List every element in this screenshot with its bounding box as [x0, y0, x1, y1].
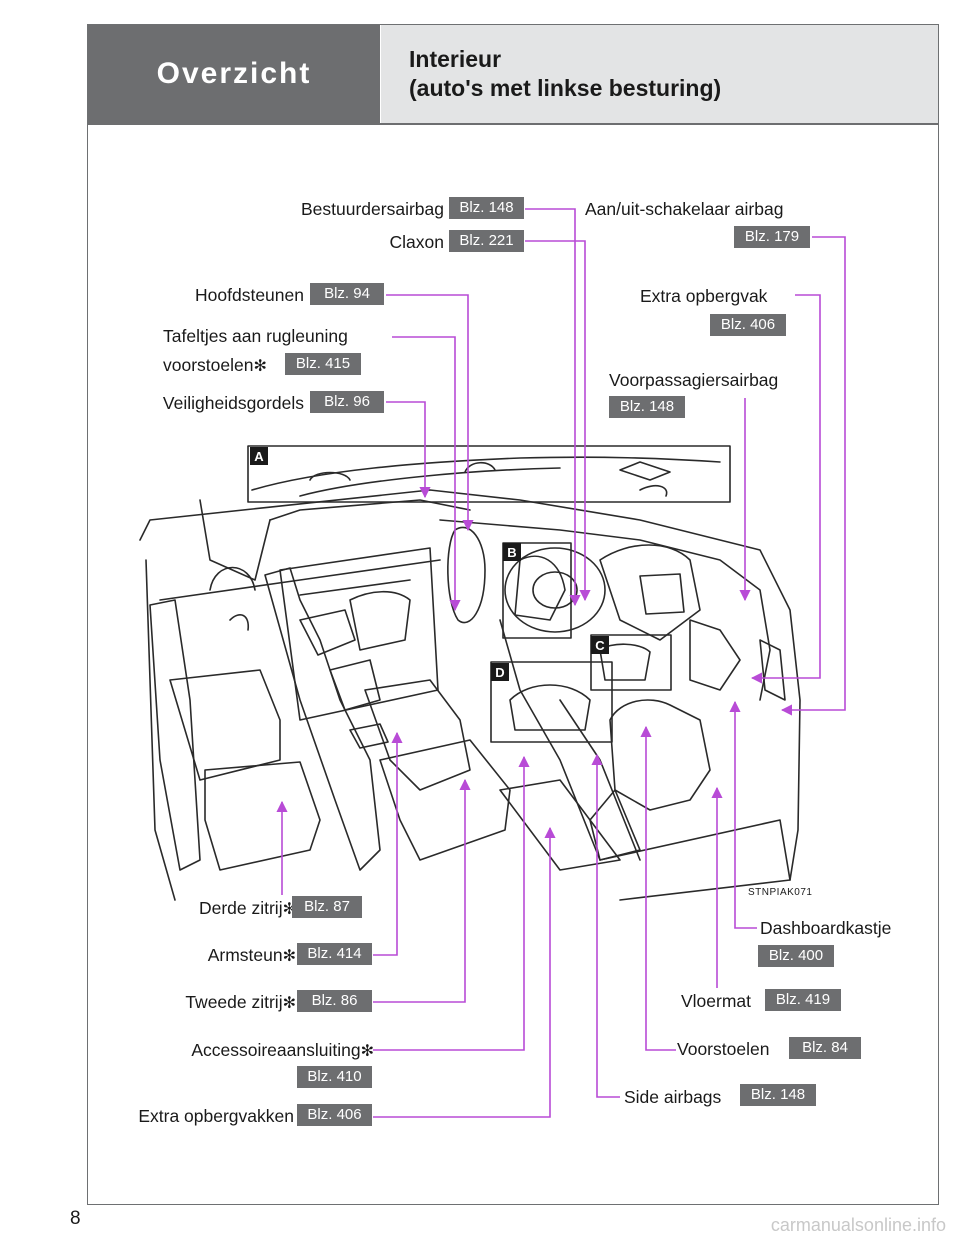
badge-side-airbags: Blz. 148	[740, 1084, 816, 1106]
label-vloermat: Vloermat	[681, 991, 752, 1011]
leader-voorstoelen	[640, 725, 676, 1051]
callout-d	[491, 663, 509, 681]
callout-b	[503, 543, 521, 561]
leader-claxon	[525, 240, 591, 602]
leader-hoofdsteunen	[386, 294, 474, 532]
label-extra-opbergvakken: Extra opbergvakken	[138, 1106, 294, 1126]
callout-c	[591, 636, 609, 654]
label-bestuurdersairbag: Bestuurdersairbag	[301, 199, 444, 219]
label-dashboardkastje: Dashboardkastje	[760, 918, 892, 938]
badge-accessoire: Blz. 410	[297, 1066, 372, 1088]
page-title-line2: (auto's met linkse besturing)	[409, 75, 722, 101]
leader-extra-opbergvak	[750, 294, 821, 684]
badge-derde-zitrij: Blz. 87	[292, 896, 362, 918]
callout-letters: A B C D	[250, 447, 609, 681]
label-hoofdsteunen: Hoofdsteunen	[195, 285, 304, 305]
label-claxon: Claxon	[389, 232, 444, 252]
leader-tafeltjes	[392, 336, 461, 612]
leader-veiligheidsgordels	[386, 401, 431, 499]
page-frame	[87, 24, 939, 1205]
badge-dashboardkastje: Blz. 400	[758, 945, 834, 967]
leader-tweede-zitrij	[373, 778, 471, 1003]
leader-side-airbags	[591, 753, 620, 1098]
footnote-star: ✻	[253, 358, 267, 375]
label-extra-opbergvak: Extra opbergvak	[640, 286, 768, 306]
leader-armsteun	[373, 731, 403, 956]
callout-c-letter: C	[595, 638, 605, 653]
page-number: 8	[70, 1208, 81, 1229]
page-header: Interieur (auto's met linkse besturing)	[381, 25, 938, 123]
section-title: Overzicht	[156, 57, 312, 90]
label-aan-uit: Aan/uit-schakelaar airbag	[585, 199, 784, 219]
badge-tafeltjes: Blz. 415	[285, 353, 361, 375]
callout-d-letter: D	[495, 665, 504, 680]
badge-voorstoelen: Blz. 84	[789, 1037, 861, 1059]
badge-extra-opbergvak: Blz. 406	[710, 314, 786, 336]
label-side-airbags: Side airbags	[624, 1087, 722, 1107]
page-title-line1: Interieur	[409, 46, 502, 72]
leader-dashboardkastje	[729, 700, 757, 929]
leader-lines	[276, 208, 846, 1118]
badge-hoofdsteunen: Blz. 94	[310, 283, 384, 305]
badge-bestuurdersairbag: Blz. 148	[449, 197, 524, 219]
header-rule	[88, 123, 938, 125]
label-accessoire: Accessoireaansluiting✻	[191, 1040, 374, 1060]
section-tab: Overzicht	[88, 25, 380, 123]
label-derde-zitrij: Derde zitrij✻	[198, 898, 296, 918]
label-armsteun: Armsteun✻	[207, 945, 296, 965]
label-tafeltjes-line1: Tafeltjes aan rugleuning	[163, 326, 348, 346]
badge-tweede-zitrij: Blz. 86	[297, 990, 372, 1012]
car-interior-drawing	[139, 445, 801, 901]
callout-b-letter: B	[507, 545, 516, 560]
illustration-code: STNPIAK071	[748, 887, 813, 898]
watermark: carmanualsonline.info	[770, 1215, 946, 1235]
callout-a-letter: A	[254, 449, 264, 464]
badge-aan-uit: Blz. 179	[734, 226, 810, 248]
badge-vloermat: Blz. 419	[765, 989, 841, 1011]
leader-bestuurdersairbag	[525, 208, 581, 607]
leader-extra-opbergvakken	[373, 826, 556, 1118]
badge-veiligheidsgordels: Blz. 96	[310, 391, 384, 413]
leader-aan-uit	[780, 236, 846, 716]
callout-a	[250, 447, 268, 465]
badge-voorpassagiersairbag: Blz. 148	[609, 396, 685, 418]
label-voorpassagiersairbag: Voorpassagiersairbag	[609, 370, 779, 390]
label-tafeltjes-line2: voorstoelen✻	[163, 355, 267, 375]
label-veiligheidsgordels: Veiligheidsgordels	[162, 393, 304, 413]
badge-armsteun: Blz. 414	[297, 943, 372, 965]
label-voorstoelen: Voorstoelen	[677, 1039, 770, 1059]
label-tweede-zitrij: Tweede zitrij✻	[185, 992, 296, 1012]
leader-accessoire	[373, 755, 530, 1051]
badge-extra-opbergvakken: Blz. 406	[297, 1104, 372, 1126]
badge-claxon: Blz. 221	[449, 230, 524, 252]
